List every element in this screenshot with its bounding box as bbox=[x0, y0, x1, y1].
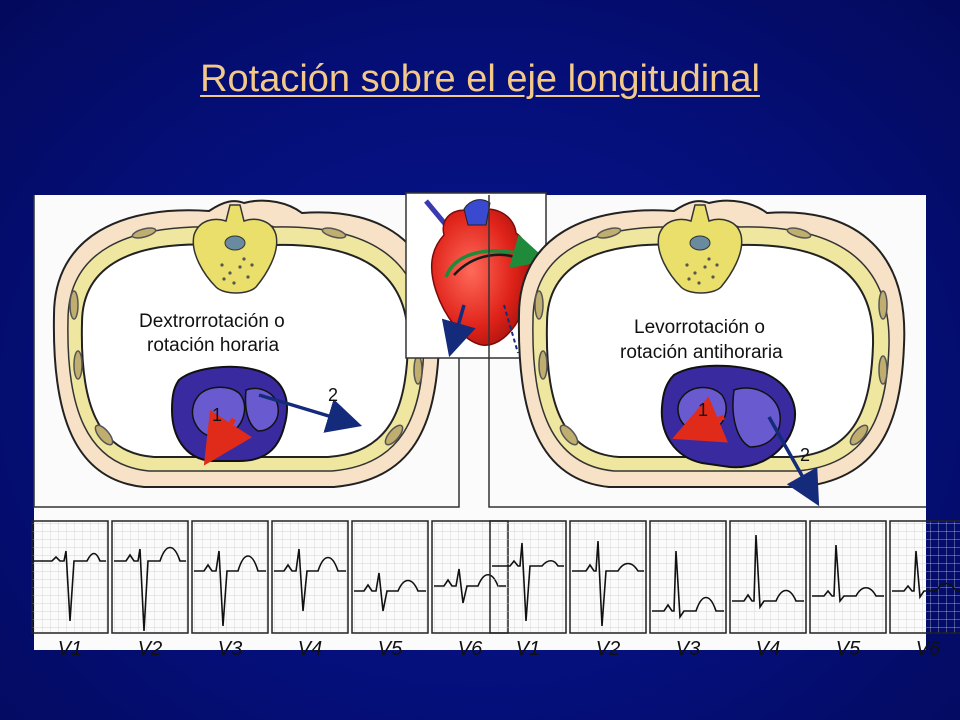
ecg-waveform bbox=[194, 550, 266, 627]
right-vector-1-label: 1 bbox=[698, 400, 708, 420]
ecg-lead-label: V2 bbox=[596, 638, 620, 660]
left-rotation-label-2: rotación horaria bbox=[147, 335, 279, 356]
ecg-lead-v5-left: V5 bbox=[351, 520, 429, 660]
heart-inset bbox=[405, 192, 548, 359]
ecg-lead-v2-right: V2 bbox=[569, 520, 647, 660]
ecg-waveform bbox=[572, 540, 644, 627]
right-vector-2 bbox=[767, 416, 820, 507]
right-heart-section bbox=[660, 364, 796, 469]
ecg-lead-label: V4 bbox=[756, 638, 780, 660]
ecg-lead-label: V1 bbox=[516, 638, 540, 660]
ecg-waveform bbox=[34, 550, 106, 622]
left-vector-1 bbox=[203, 410, 253, 466]
left-heart-section bbox=[170, 365, 288, 462]
ecg-lead-v4-right: V4 bbox=[729, 520, 807, 660]
right-rotation-label-2: rotación antihoraria bbox=[620, 342, 783, 363]
ecg-lead-label: V2 bbox=[138, 638, 162, 660]
left-vector-2-label: 2 bbox=[328, 385, 338, 405]
ecg-lead-label: V4 bbox=[298, 638, 322, 660]
ecg-strip-left: V1 V2 V3 V4 V5 V6 bbox=[31, 520, 509, 660]
left-thorax-panel: 1 2 Dextrorrotación o rotación horaria bbox=[33, 195, 460, 508]
ecg-lead-v5-right: V5 bbox=[809, 520, 887, 660]
left-rotation-label-1: Dextrorrotación o bbox=[139, 311, 285, 332]
ecg-lead-label: V3 bbox=[218, 638, 242, 660]
ecg-lead-v3-left: V3 bbox=[191, 520, 269, 660]
right-vector-2-label: 2 bbox=[800, 445, 810, 465]
right-panel-border bbox=[488, 195, 926, 508]
ecg-lead-label: V6 bbox=[916, 638, 941, 660]
ecg-lead-v4-left: V4 bbox=[271, 520, 349, 660]
left-spine bbox=[192, 204, 278, 294]
ecg-waveform bbox=[354, 572, 426, 612]
ecg-waveform bbox=[812, 544, 884, 604]
ecg-lead-v2-left: V2 bbox=[111, 520, 189, 660]
ecg-waveform bbox=[732, 534, 804, 610]
right-vector-1 bbox=[672, 396, 728, 443]
left-vector-2 bbox=[258, 393, 363, 433]
ecg-lead-label: V5 bbox=[378, 638, 403, 660]
ecg-waveform bbox=[492, 542, 564, 622]
ecg-lead-label: V5 bbox=[836, 638, 861, 660]
ecg-lead-label: V1 bbox=[58, 638, 82, 660]
slide-title: Rotación sobre el eje longitudinal bbox=[200, 58, 760, 100]
right-rotation-label-1: Levorrotación o bbox=[634, 317, 765, 338]
ecg-lead-v6-right: V6 bbox=[889, 520, 960, 660]
right-thorax-panel: 1 2 Levorrotación o rotación antihoraria bbox=[488, 195, 926, 508]
ecg-waveform bbox=[274, 548, 346, 612]
ecg-waveform bbox=[114, 546, 186, 632]
ecg-waveform bbox=[892, 550, 960, 600]
ecg-waveform bbox=[652, 550, 724, 620]
ecg-lead-label: V6 bbox=[458, 638, 483, 660]
right-spine bbox=[657, 204, 743, 294]
ecg-lead-label: V3 bbox=[676, 638, 700, 660]
left-vector-1-label: 1 bbox=[212, 405, 222, 425]
ecg-lead-v3-right: V3 bbox=[649, 520, 727, 660]
ecg-lead-v1-left: V1 bbox=[31, 520, 109, 660]
ecg-lead-v1-right: V1 bbox=[489, 520, 567, 660]
rotation-figure: 1 2 Dextrorrotación o rotación horaria bbox=[31, 192, 960, 660]
ecg-strip-right: V1 V2 V3 V4 V5 V6 bbox=[489, 520, 960, 660]
